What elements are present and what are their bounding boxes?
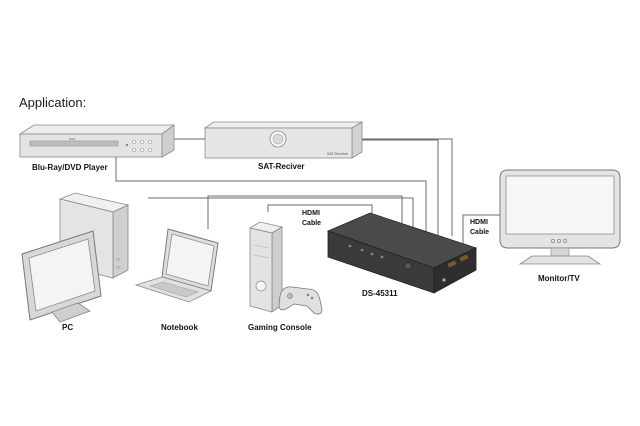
bluray-label: Blu-Ray/DVD Player — [32, 163, 108, 172]
cable-notebook — [207, 195, 403, 236]
pc-label: PC — [62, 323, 74, 332]
cable-bluray — [115, 157, 427, 236]
cable-monitor — [462, 214, 500, 246]
cable-label-right-line1: HDMI — [470, 219, 488, 226]
monitor-label: Monitor/TV — [538, 274, 580, 283]
cable-sat — [352, 139, 439, 236]
cable-label-left-line1: HDMI — [302, 210, 320, 217]
pc-monitor — [21, 230, 102, 323]
diagram-heading: Application: — [19, 95, 87, 110]
notebook-label: Notebook — [161, 323, 198, 332]
notebook — [134, 228, 219, 303]
cable-label-right-line2: Cable — [470, 229, 490, 236]
cable-label-left-line2: Cable — [302, 220, 322, 227]
game-controller — [278, 286, 323, 315]
switch-label: DS-45311 — [362, 289, 398, 298]
console-label: Gaming Console — [248, 323, 312, 332]
cable-label-left: HDMI Cable — [302, 209, 321, 229]
sat-receiver: SAT-Receiver — [203, 121, 364, 159]
svg-text:DVD: DVD — [69, 137, 76, 141]
cable-label-right: HDMI Cable — [470, 218, 489, 238]
monitor-tv — [499, 169, 621, 265]
sat-panel-text: SAT-Receiver — [327, 152, 349, 156]
cable-pc — [148, 197, 414, 236]
gaming-console — [248, 221, 284, 313]
sat-label: SAT-Reciver — [258, 162, 305, 171]
bluray-player: DVD — [18, 124, 176, 158]
hdmi-switch — [326, 212, 478, 294]
cable-console — [267, 204, 373, 215]
